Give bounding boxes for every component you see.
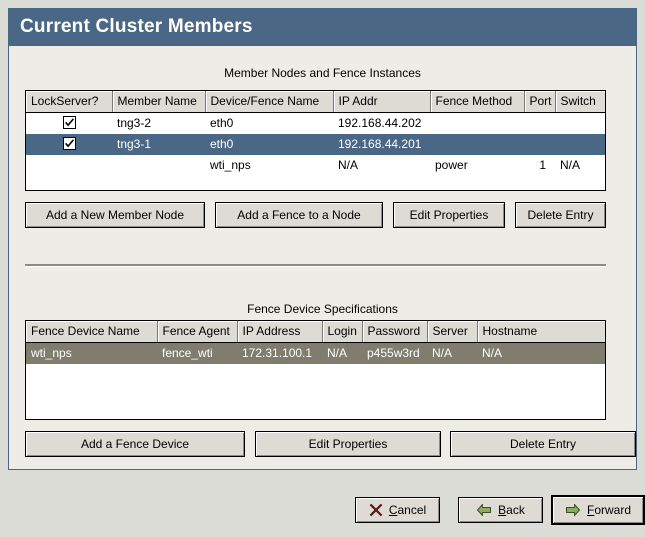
cell-fence-device-name: wti_nps	[26, 342, 157, 364]
cell-ip-addr: 192.168.44.202	[333, 112, 430, 134]
fence-edit-properties-button[interactable]: Edit Properties	[255, 431, 441, 457]
add-new-member-node-button[interactable]: Add a New Member Node	[25, 202, 205, 228]
cell-login: N/A	[322, 342, 362, 364]
cancel-x-icon	[369, 503, 383, 517]
cell-device-fence-name: wti_nps	[205, 155, 333, 176]
col-header-password[interactable]: Password	[362, 321, 428, 343]
page-title: Current Cluster Members	[20, 16, 253, 37]
cell-ip-addr: 192.168.44.201	[333, 134, 430, 155]
col-header-lockserver[interactable]: LockServer?	[26, 91, 113, 113]
cell-fence-agent: fence_wti	[157, 342, 237, 364]
col-header-hostname[interactable]: Hostname	[477, 321, 605, 343]
cell-server: N/A	[427, 342, 477, 364]
col-header-device-fence-name[interactable]: Device/Fence Name	[205, 91, 334, 113]
cancel-label-rest: ancel	[397, 503, 427, 517]
cell-switch: N/A	[555, 155, 605, 176]
forward-mnemonic: F	[586, 503, 595, 517]
cell-fence-method: power	[430, 155, 524, 176]
dialog-footer: Cancel Back Forward	[0, 471, 645, 537]
arrow-left-icon	[476, 503, 492, 517]
cell-lockserver[interactable]	[26, 155, 112, 176]
fence-section-title: Fence Device Specifications	[247, 302, 398, 316]
col-header-fence-agent[interactable]: Fence Agent	[157, 321, 238, 343]
cell-fence-method	[430, 134, 524, 155]
fence-devices-table[interactable]: Fence Device Name Fence Agent IP Address…	[25, 320, 606, 420]
cell-device-fence-name: eth0	[205, 134, 333, 155]
cell-device-fence-name: eth0	[205, 112, 333, 134]
member-action-buttons: Add a New Member Node Add a Fence to a N…	[25, 202, 606, 228]
add-fence-device-button[interactable]: Add a Fence Device	[25, 431, 245, 457]
col-header-server[interactable]: Server	[427, 321, 478, 343]
fence-table-header-row: Fence Device Name Fence Agent IP Address…	[26, 321, 605, 343]
col-header-switch[interactable]: Switch	[555, 91, 605, 113]
lockserver-checkbox[interactable]	[62, 116, 76, 129]
member-delete-entry-button[interactable]: Delete Entry	[515, 202, 606, 228]
forward-label-rest: orward	[594, 503, 632, 517]
forward-button[interactable]: Forward	[551, 495, 645, 525]
content-panel: Member Nodes and Fence Instances LockSer…	[8, 46, 637, 470]
back-button[interactable]: Back	[458, 497, 543, 523]
section-divider	[25, 264, 606, 267]
cell-port	[524, 112, 555, 134]
cancel-button[interactable]: Cancel	[355, 497, 440, 523]
cell-ip-address: 172.31.100.1	[237, 342, 322, 364]
back-label-rest: ack	[506, 503, 525, 517]
member-edit-properties-button[interactable]: Edit Properties	[393, 202, 505, 228]
cell-member-name: tng3-1	[112, 134, 205, 155]
back-label: Back	[498, 503, 525, 517]
cell-port: 1	[524, 155, 555, 176]
back-mnemonic: B	[498, 503, 507, 517]
window-title-bar: Current Cluster Members	[8, 8, 637, 46]
cell-lockserver[interactable]	[26, 134, 112, 155]
col-header-fence-method[interactable]: Fence Method	[430, 91, 525, 113]
cell-port	[524, 134, 555, 155]
cell-ip-addr: N/A	[333, 155, 430, 176]
col-header-member-name[interactable]: Member Name	[112, 91, 206, 113]
cell-lockserver[interactable]	[26, 112, 112, 134]
member-nodes-table[interactable]: LockServer? Member Name Device/Fence Nam…	[25, 90, 606, 191]
col-header-login[interactable]: Login	[322, 321, 363, 343]
fence-action-buttons: Add a Fence Device Edit Properties Delet…	[25, 431, 636, 457]
col-header-fence-device-name[interactable]: Fence Device Name	[26, 321, 158, 343]
cell-switch	[555, 112, 605, 134]
forward-label: Forward	[587, 503, 631, 517]
cell-fence-method	[430, 112, 524, 134]
arrow-right-icon	[565, 503, 581, 517]
member-section-title: Member Nodes and Fence Instances	[224, 66, 421, 80]
member-table-header-row: LockServer? Member Name Device/Fence Nam…	[26, 91, 605, 113]
cell-member-name: tng3-2	[112, 112, 205, 134]
add-fence-to-node-button[interactable]: Add a Fence to a Node	[215, 202, 383, 228]
col-header-ip-addr[interactable]: IP Addr	[333, 91, 431, 113]
cell-member-name	[112, 155, 205, 176]
cell-password: p455w3rd	[362, 342, 427, 364]
col-header-port[interactable]: Port	[524, 91, 556, 113]
fence-delete-entry-button[interactable]: Delete Entry	[450, 431, 636, 457]
cancel-mnemonic: C	[388, 503, 398, 517]
lockserver-checkbox[interactable]	[62, 137, 76, 150]
cancel-label: Cancel	[389, 503, 426, 517]
col-header-ip-address[interactable]: IP Address	[237, 321, 323, 343]
cell-switch	[555, 134, 605, 155]
cell-hostname: N/A	[477, 342, 605, 364]
